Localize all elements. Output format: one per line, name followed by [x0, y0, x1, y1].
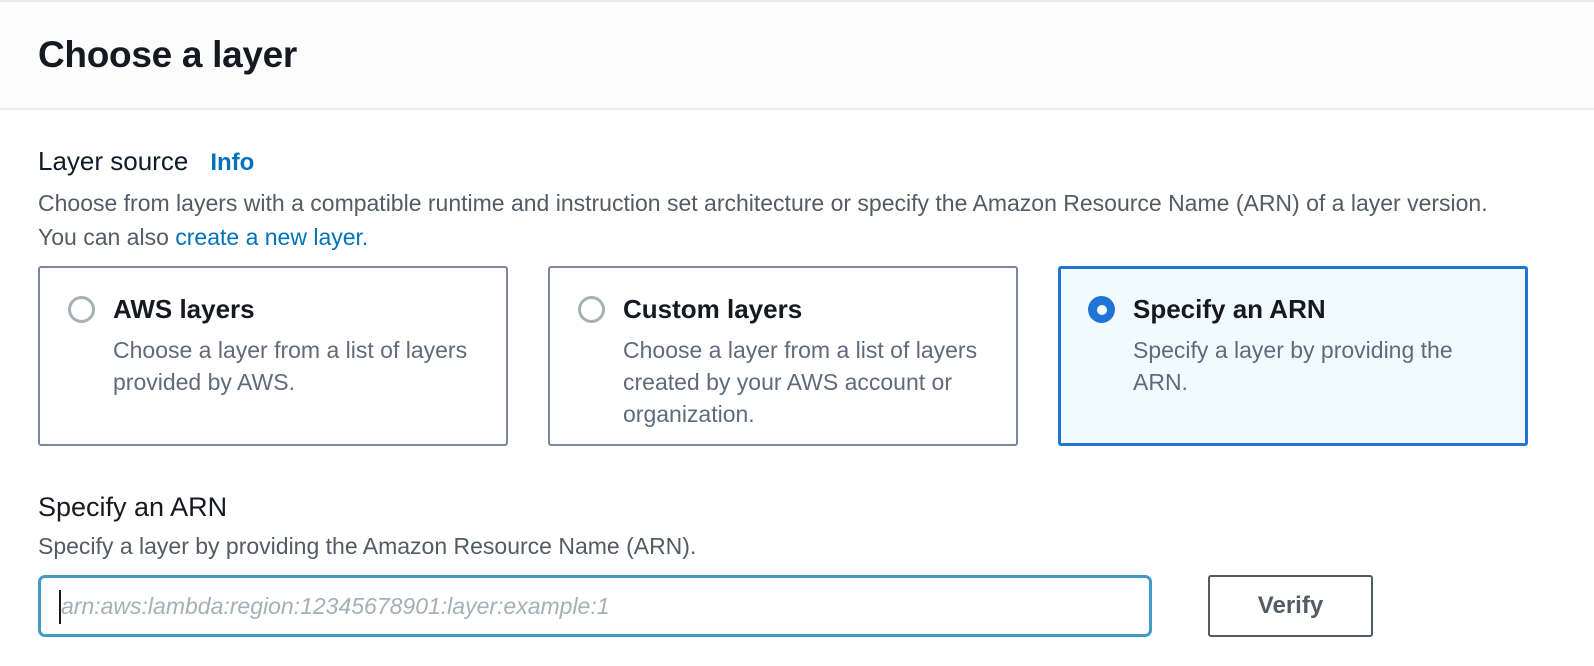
dialog-body: Layer source Info Choose from layers wit… [0, 110, 1594, 637]
layer-option-cards: AWS layers Choose a layer from a list of… [38, 266, 1556, 446]
option-title: Specify an ARN [1133, 294, 1326, 324]
card-head: AWS layers [68, 294, 478, 325]
verify-button[interactable]: Verify [1208, 575, 1373, 637]
specify-arn-description: Specify a layer by providing the Amazon … [38, 533, 697, 559]
info-link[interactable]: Info [210, 149, 255, 176]
layer-source-description-text: Choose from layers with a compatible run… [38, 190, 1488, 250]
layer-source-field-head: Layer source Info [38, 146, 1556, 177]
layer-source-label: Layer source [38, 146, 189, 176]
text-cursor [59, 590, 61, 624]
radio-button-icon[interactable] [68, 296, 95, 323]
option-title: AWS layers [113, 294, 255, 324]
card-head: Specify an ARN [1088, 294, 1498, 325]
option-description: Choose a layer from a list of layers pro… [113, 337, 468, 395]
option-card-aws-layers[interactable]: AWS layers Choose a layer from a list of… [38, 266, 508, 446]
arn-input-row: Verify [38, 575, 1556, 637]
arn-input[interactable] [61, 592, 1129, 620]
layer-source-description: Choose from layers with a compatible run… [38, 186, 1518, 254]
arn-input-wrap [38, 575, 1152, 637]
create-new-layer-link[interactable]: create a new layer. [175, 224, 369, 250]
dialog-title: Choose a layer [38, 34, 298, 75]
option-title: Custom layers [623, 294, 803, 324]
specify-arn-heading: Specify an ARN [38, 492, 228, 522]
radio-button-icon[interactable] [1088, 296, 1115, 323]
radio-button-icon[interactable] [578, 296, 605, 323]
dialog-header: Choose a layer [0, 2, 1594, 110]
card-head: Custom layers [578, 294, 988, 325]
option-card-specify-arn[interactable]: Specify an ARN Specify a layer by provid… [1058, 266, 1528, 446]
option-description: Choose a layer from a list of layers cre… [623, 337, 978, 427]
option-card-custom-layers[interactable]: Custom layers Choose a layer from a list… [548, 266, 1018, 446]
option-description: Specify a layer by providing the ARN. [1133, 337, 1453, 395]
